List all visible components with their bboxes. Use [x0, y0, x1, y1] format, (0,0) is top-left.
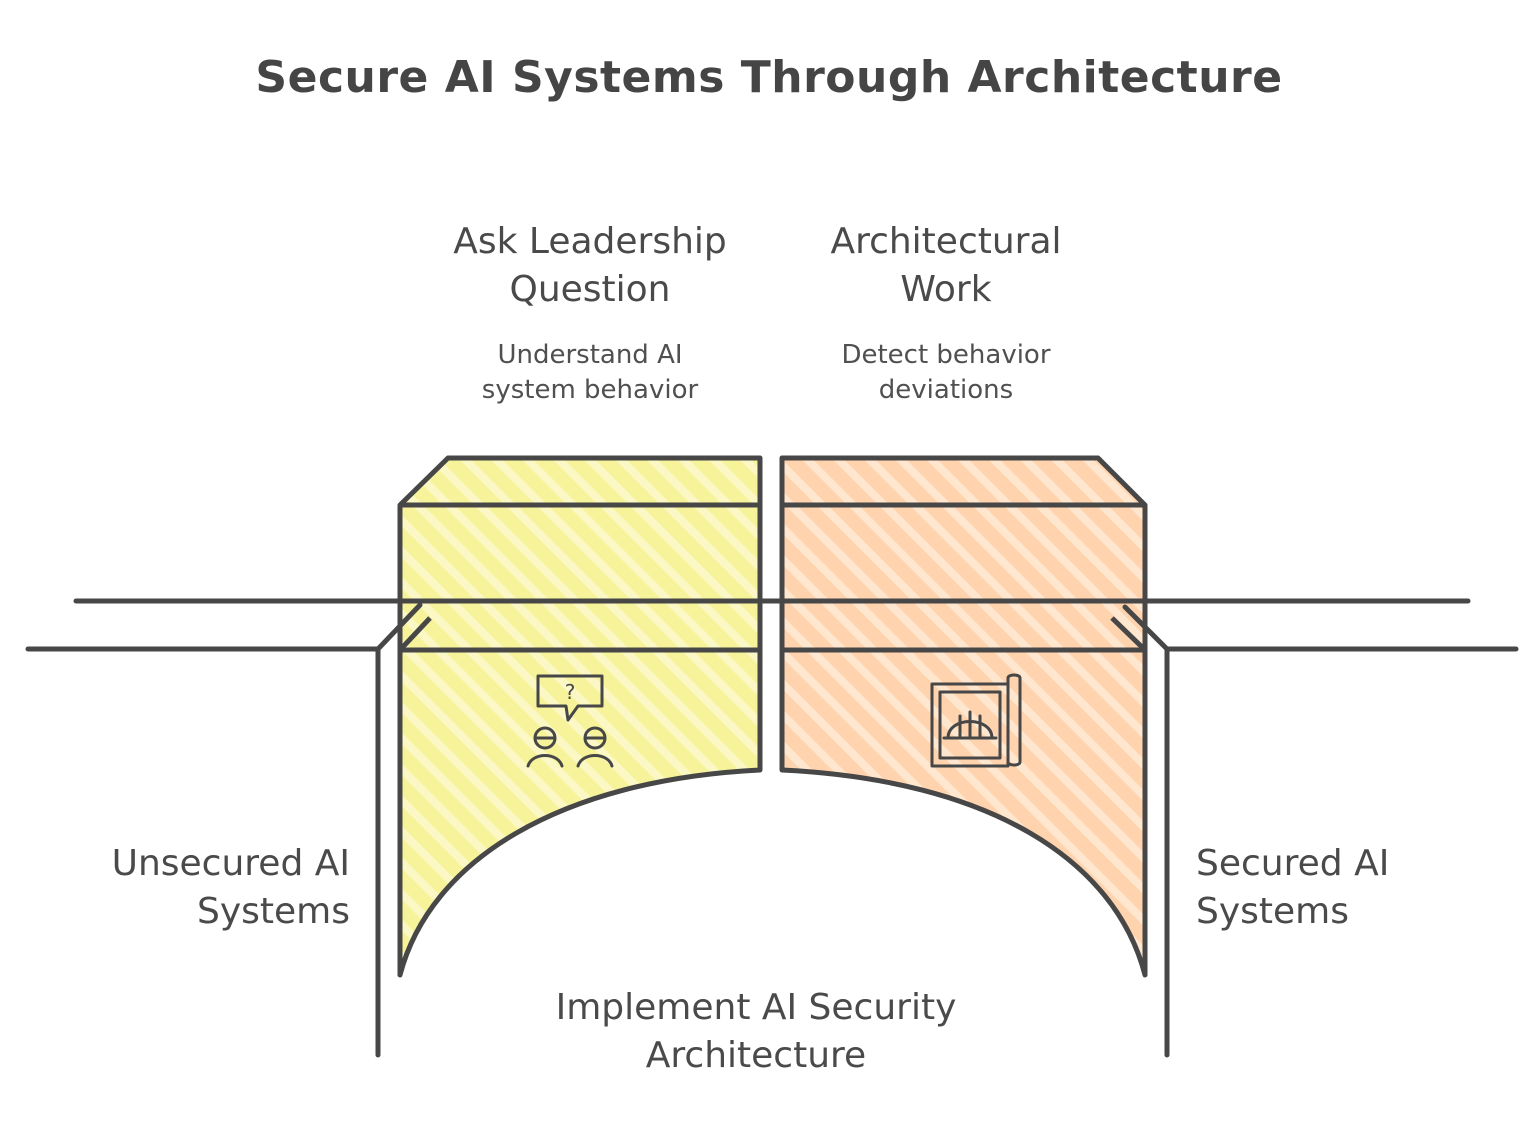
right-box-top-fill: [782, 458, 1145, 505]
step-heading-line1: Architectural: [830, 221, 1062, 262]
left-box-top-fill: [400, 458, 760, 505]
step-description-line2: deviations: [878, 375, 1014, 405]
left-road-bevel: [398, 616, 432, 652]
right-bank-label: Secured AI Systems: [1196, 840, 1516, 936]
question-people-icon: ?: [526, 674, 614, 768]
bridge-label: Implement AI Security Architecture: [456, 984, 1056, 1080]
step-heading-leadership: Ask Leadership Question: [404, 218, 776, 314]
step-heading-line1: Ask Leadership: [453, 221, 727, 262]
step-heading-line2: Question: [509, 269, 671, 310]
left-cliff-wall: [375, 602, 423, 1058]
left-arch-fill: [400, 505, 760, 975]
step-description-line1: Detect behavior: [841, 340, 1051, 370]
left-arch-outline: [397, 455, 763, 978]
left-bank-line1: Unsecured AI: [111, 843, 350, 884]
architect-hardhat-icon: [930, 673, 1022, 768]
right-bank-line2: Systems: [1196, 891, 1349, 932]
right-bank-line1: Secured AI: [1196, 843, 1390, 884]
step-description-line1: Understand AI: [497, 340, 683, 370]
right-arch-fill: [782, 505, 1145, 975]
step-heading-line2: Work: [900, 269, 992, 310]
right-arch-outline: [779, 455, 1148, 978]
left-bank-label: Unsecured AI Systems: [40, 840, 350, 936]
svg-text:?: ?: [565, 680, 576, 704]
right-arch-block: [779, 455, 1148, 978]
left-bank-line2: Systems: [197, 891, 350, 932]
right-cliff-wall: [1122, 604, 1170, 1058]
left-arch-block: [397, 455, 763, 978]
step-description-architectural: Detect behavior deviations: [760, 338, 1132, 408]
bridge-label-line1: Implement AI Security: [555, 987, 957, 1028]
bridge-label-line2: Architecture: [645, 1035, 867, 1076]
page-title: Secure AI Systems Through Architecture: [255, 52, 1283, 103]
step-description-line2: system behavior: [481, 375, 699, 405]
step-heading-architectural: Architectural Work: [760, 218, 1132, 314]
right-road-bevel: [1110, 616, 1147, 652]
step-description-leadership: Understand AI system behavior: [404, 338, 776, 408]
